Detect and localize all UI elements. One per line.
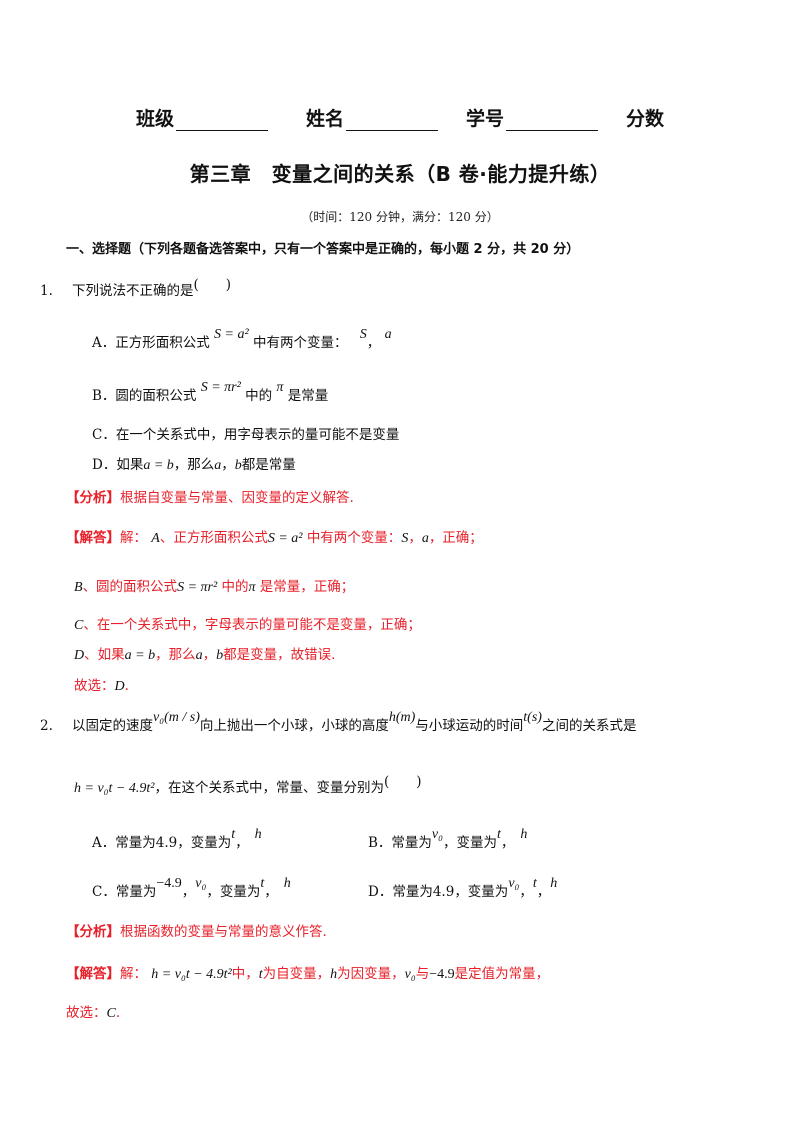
student-info-header: 班级 姓名 学号 分数 [136, 104, 696, 131]
q1-analysis: 【分析】根据自变量与常量、因变量的定义解答. [66, 490, 354, 506]
page-title: 第三章 变量之间的关系（B 卷·能力提升练） [189, 162, 611, 186]
class-blank[interactable] [176, 112, 269, 131]
q2-option-d: D．常量为4.9，变量为v₀，t，h [368, 876, 558, 900]
answer-blank: ( ) [383, 774, 422, 790]
score-label: 分数 [626, 108, 665, 130]
q1-solution-line-1: 【解答】解： A、正方形面积公式S = a² 中有两个变量：S，a，正确； [66, 530, 483, 546]
student-id-field[interactable]: 学号 [466, 104, 599, 131]
q2-option-b: B．常量为v₀，变量为t，h [368, 827, 528, 851]
q1-option-c: C．在一个关系式中，用字母表示的量可能不是变量 [92, 427, 400, 443]
question-2-stem: 2.以固定的速度v₀(m / s)向上抛出一个小球，小球的高度h(m)与小球运动… [40, 710, 637, 734]
q1-option-d: D．如果a = b，那么a，b都是常量 [92, 457, 296, 473]
class-field[interactable]: 班级 [136, 104, 269, 131]
q1-option-a: A．正方形面积公式 S = a² 中有两个变量： S， a [92, 327, 392, 351]
q2-solution: 【解答】解： h = v₀t − 4.9t²中，t为自变量，h为因变量，v₀与−… [66, 966, 550, 982]
q1-solution-line-4: D、如果a = b，那么a，b都是变量，故错误. [74, 647, 336, 663]
exam-time-info: （时间：120 分钟，满分：120 分） [301, 210, 499, 224]
q2-analysis: 【分析】根据函数的变量与常量的意义作答. [66, 924, 327, 940]
q1-solution-line-3: C、在一个关系式中，字母表示的量可能不是变量，正确； [74, 617, 421, 633]
section-heading: 一、选择题（下列各题备选答案中，只有一个答案中是正确的，每小题 2 分，共 20… [66, 242, 580, 257]
q2-final-choice: 故选：C. [66, 1005, 121, 1021]
question-2-formula-line: h = v₀t − 4.9t²，在这个关系式中，常量、变量分别为( ) [74, 774, 422, 797]
name-field[interactable]: 姓名 [306, 104, 439, 131]
q2-option-c: C．常量为−4.9，v₀，变量为t，h [92, 876, 291, 900]
q1-option-b: B．圆的面积公式 S = πr² 中的 π 是常量 [92, 380, 329, 404]
q1-solution-line-2: B、圆的面积公式S = πr² 中的π 是常量，正确； [74, 579, 355, 595]
q1-final-choice: 故选：D. [74, 678, 129, 694]
question-1-stem: 1.下列说法不正确的是( ) [40, 277, 231, 299]
answer-blank: ( ) [193, 277, 232, 293]
name-blank[interactable] [346, 112, 439, 131]
student-id-blank[interactable] [506, 112, 599, 131]
q2-option-a: A．常量为4.9，变量为t，h [92, 827, 262, 851]
